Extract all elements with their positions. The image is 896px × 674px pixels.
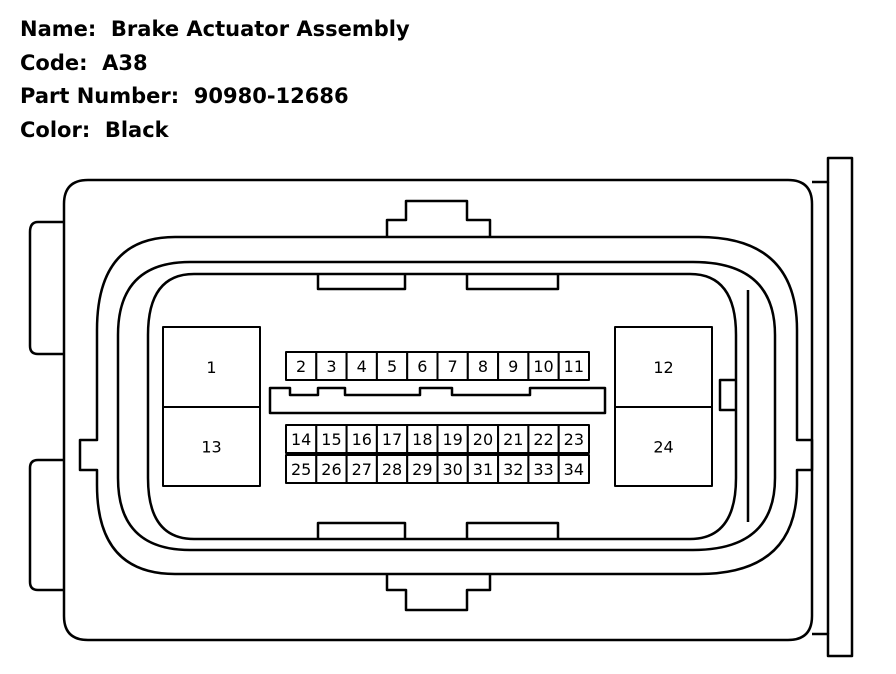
pin-26-cavity xyxy=(315,454,348,484)
pin-4-cavity xyxy=(345,351,378,381)
name-value: Brake Actuator Assembly xyxy=(110,17,410,41)
pin-7-cavity xyxy=(436,351,469,381)
pin-33-cavity xyxy=(527,454,560,484)
pin-10-label: 10 xyxy=(533,357,553,376)
pin-17-cavity xyxy=(375,424,409,454)
name-label: Name: xyxy=(20,17,97,41)
pin-5-label: 5 xyxy=(387,357,397,376)
pin-27-cavity xyxy=(345,454,378,484)
inner-body-inner xyxy=(146,272,738,541)
pin-1-cavity xyxy=(162,326,261,408)
pin-6-label: 6 xyxy=(417,357,427,376)
color-value: Black xyxy=(104,117,169,142)
pin-9-cavity xyxy=(497,351,530,381)
pin-25-cavity xyxy=(285,454,318,484)
bottom-key xyxy=(385,574,492,612)
pin-29-cavity xyxy=(406,454,439,484)
pin-20-label: 20 xyxy=(473,430,493,449)
pin-25-label: 25 xyxy=(291,460,311,479)
pin-27-label: 27 xyxy=(352,460,372,479)
pin-33-label: 33 xyxy=(533,460,553,479)
bottom-slot-left xyxy=(316,521,407,539)
part-number-value: 90980-12686 xyxy=(193,84,349,108)
pin-23-label: 23 xyxy=(564,430,584,449)
pin-12-label: 12 xyxy=(653,358,673,377)
top-key xyxy=(385,199,492,237)
top-slot-left xyxy=(316,274,407,291)
pin-30-label: 30 xyxy=(442,460,462,479)
pin-24-cavity xyxy=(614,406,713,487)
pin-11-cavity xyxy=(557,351,591,381)
pin-13-cavity xyxy=(162,406,261,487)
pin-29-label: 29 xyxy=(412,460,432,479)
pin-9-label: 9 xyxy=(508,357,518,376)
housing-outline xyxy=(62,178,814,642)
top-slot-right xyxy=(465,274,560,291)
name-row: Name: Brake Actuator Assembly xyxy=(20,14,410,48)
pin-14-label: 14 xyxy=(291,430,311,449)
code-row: Code: A38 xyxy=(20,48,410,82)
part-number-label: Part Number: xyxy=(20,84,180,108)
right-tab xyxy=(718,378,736,412)
pin-23-cavity xyxy=(557,424,591,454)
pin-28-label: 28 xyxy=(382,460,402,479)
pin-34-cavity xyxy=(557,454,591,484)
pin-32-cavity xyxy=(497,454,530,484)
left-latch-lower xyxy=(28,458,64,592)
pin-22-label: 22 xyxy=(533,430,553,449)
code-label: Code: xyxy=(20,50,88,75)
pin-18-cavity xyxy=(406,424,439,454)
pin-1-label: 1 xyxy=(206,358,216,377)
inner-body-outer xyxy=(116,260,777,552)
pin-21-cavity xyxy=(497,424,530,454)
pin-11-label: 11 xyxy=(564,357,584,376)
pin-16-label: 16 xyxy=(352,430,372,449)
pin-31-cavity xyxy=(466,454,500,484)
pin-15-label: 15 xyxy=(321,430,341,449)
center-key-rail xyxy=(268,386,607,415)
pin-31-label: 31 xyxy=(473,460,493,479)
pin-3-label: 3 xyxy=(326,357,336,376)
pin-12-cavity xyxy=(614,326,713,408)
pin-8-label: 8 xyxy=(478,357,488,376)
pin-4-label: 4 xyxy=(357,357,367,376)
pin-26-label: 26 xyxy=(321,460,341,479)
pin-2-label: 2 xyxy=(296,357,306,376)
right-rail xyxy=(812,156,854,658)
pin-34-label: 34 xyxy=(564,460,584,479)
pin-21-label: 21 xyxy=(503,430,523,449)
bottom-slot-right xyxy=(465,521,560,539)
color-row: Color: Black xyxy=(20,115,410,149)
pin-28-cavity xyxy=(375,454,409,484)
connector-info: Name: Brake Actuator Assembly Code: A38 … xyxy=(20,14,410,148)
left-latch-upper xyxy=(28,220,64,356)
pin-24-label: 24 xyxy=(653,438,673,457)
pin-5-cavity xyxy=(375,351,409,381)
pin-8-cavity xyxy=(466,351,500,381)
pin-19-label: 19 xyxy=(442,430,462,449)
part-number-row: Part Number: 90980-12686 xyxy=(20,81,410,115)
pin-18-label: 18 xyxy=(412,430,432,449)
pin-13-label: 13 xyxy=(201,438,221,457)
pin-17-label: 17 xyxy=(382,430,402,449)
color-label: Color: xyxy=(20,117,91,142)
code-value: A38 xyxy=(102,50,148,75)
pin-7-label: 7 xyxy=(448,357,458,376)
seal-ring xyxy=(78,235,814,576)
pin-32-label: 32 xyxy=(503,460,523,479)
